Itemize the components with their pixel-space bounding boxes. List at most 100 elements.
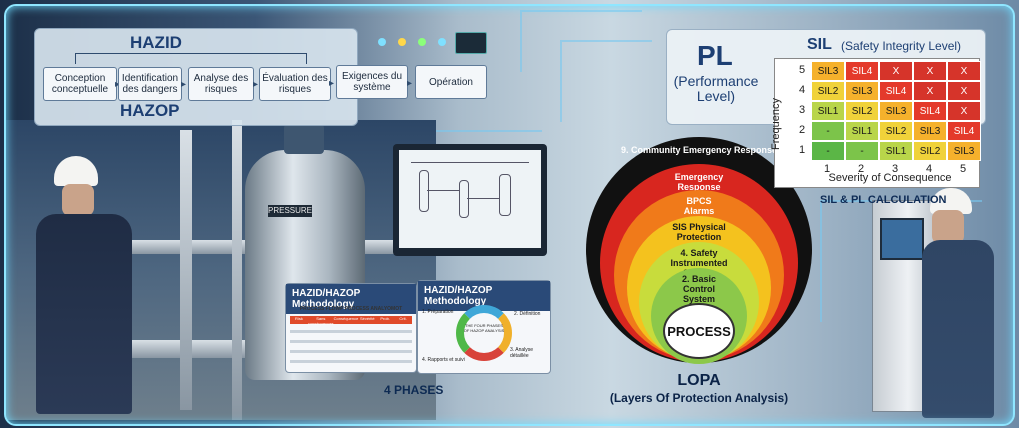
engineer-right	[922, 240, 994, 418]
circuit-line	[560, 40, 652, 122]
hmi-touchscreen[interactable]	[880, 218, 924, 260]
table-row	[290, 350, 412, 353]
phase-label: 1. Préparation	[422, 309, 454, 315]
indicator-light	[438, 38, 446, 46]
phases-caption: 4 PHASES	[384, 383, 444, 397]
severity-axis-label: Severity of Consequence	[828, 172, 952, 184]
severity-tick: 3	[892, 163, 899, 175]
flow-step-5: Exigences du système	[336, 65, 408, 99]
sil-matrix-cell: -	[811, 141, 845, 161]
pipe	[180, 130, 192, 410]
methodology-card-left: HAZID/HAZOP Methodology PROCESS FLDWP PR…	[285, 283, 417, 373]
severity-tick: 4	[926, 163, 933, 175]
indicator-light	[398, 38, 406, 46]
phase-cycle-icon	[456, 305, 512, 361]
sil-matrix-cell: SIL1	[879, 141, 913, 161]
flow-step-4: Évaluation des risques	[259, 67, 331, 101]
sil-matrix-cell: SIL2	[845, 101, 879, 121]
frequency-tick: 1	[799, 144, 806, 156]
hazid-bracket	[75, 53, 307, 64]
hazid-title: HAZID	[130, 33, 182, 52]
lopa-subtitle: (Layers Of Protection Analysis)	[609, 391, 789, 405]
lopa-title: LOPA	[677, 372, 721, 389]
table-caption: PROCESS FLDWP PROCESS ANALYOMOT	[299, 306, 403, 312]
hard-hat-icon	[930, 188, 972, 214]
table-header-row: Risk Sans conséquences Conséquence Sévér…	[290, 316, 412, 326]
sil-matrix-cell: SIL3	[811, 61, 845, 81]
table-header-cell: Sévérité	[359, 316, 375, 321]
flow-step-6: Opération	[415, 65, 487, 99]
table-row	[290, 340, 412, 343]
methodology-card-right: HAZID/HAZOP Methodology THE FOUR PHASES …	[417, 280, 551, 374]
sil-matrix-cell: SIL3	[913, 121, 947, 141]
sil-matrix-cell: SIL3	[947, 141, 981, 161]
sil-matrix-cell: SIL3	[879, 101, 913, 121]
sil-pl-calculation-label: SIL & PL CALCULATION	[820, 194, 947, 206]
table-header-cell: Crit.	[399, 316, 407, 321]
frequency-axis-label: Frequency	[770, 98, 782, 150]
frequency-tick: 4	[799, 84, 806, 96]
lopa-layer-label: BPCS Alarms	[683, 196, 715, 216]
sil-matrix-cell: X	[879, 61, 913, 81]
table-row	[290, 330, 412, 333]
sil-matrix-cell: SIL4	[947, 121, 981, 141]
severity-tick: 2	[858, 163, 865, 175]
circuit-line	[520, 10, 642, 72]
vessel-valve	[284, 124, 324, 154]
phases-center-label: THE FOUR PHASES OF HAZOP ANALYSIS	[463, 323, 505, 333]
sil-matrix-cell: SIL2	[913, 141, 947, 161]
table-header-cell: Conséquence	[333, 316, 359, 321]
arrow-right-icon: ▸	[253, 79, 259, 90]
lopa-layer-label: 2. Basic Control System	[681, 274, 717, 304]
severity-tick: 1	[824, 163, 831, 175]
phase-label: 2. Définition	[514, 311, 541, 317]
hazop-title: HAZOP	[120, 101, 180, 120]
lopa-layer-label: 9. Community Emergency Response	[620, 145, 778, 155]
sil-matrix-cell: X	[947, 61, 981, 81]
phase-label: 4. Rapports et suivi	[422, 357, 465, 363]
table-header-cell: Sans conséquences	[307, 316, 334, 326]
sil-matrix-cell: SIL2	[811, 81, 845, 101]
arrow-right-icon: ▸	[407, 78, 413, 89]
flow-step-1: Conception conceptuelle	[43, 67, 117, 101]
methodology-card-title: HAZID/HAZOP Methodology	[286, 284, 416, 314]
sil-matrix-cell: SIL1	[811, 101, 845, 121]
sil-title: SIL	[807, 36, 832, 53]
arrow-right-icon: ▸	[115, 79, 120, 90]
table-row	[290, 360, 412, 363]
lopa-core-process: PROCESS	[663, 303, 735, 359]
sil-matrix-cell: SIL2	[879, 121, 913, 141]
sil-matrix-cell: -	[845, 141, 879, 161]
engineer-face	[932, 210, 964, 244]
engineer-left	[36, 214, 132, 414]
sil-matrix-cell: SIL4	[879, 81, 913, 101]
pid-diagram	[399, 150, 541, 248]
sil-matrix-cell: SIL4	[845, 61, 879, 81]
flow-step-2: Identification des dangers	[118, 67, 182, 101]
hmi-monitor	[393, 144, 547, 256]
arrow-right-icon: ▸	[181, 79, 187, 90]
sil-matrix-cell: X	[913, 81, 947, 101]
sil-matrix-cell: X	[947, 101, 981, 121]
sil-matrix-cell: SIL4	[913, 101, 947, 121]
phase-label: 3. Analyse détaillée	[510, 347, 534, 359]
lopa-layer-label: SIS Physical Protection	[672, 222, 726, 242]
pl-title: PL	[697, 40, 733, 71]
sil-matrix-cell: -	[811, 121, 845, 141]
table-header-cell: Prob.	[380, 316, 390, 321]
engineer-face	[62, 184, 94, 216]
frequency-tick: 3	[799, 104, 806, 116]
pl-subtitle: (Performance Level)	[673, 73, 759, 104]
sil-matrix-cell: SIL3	[845, 81, 879, 101]
sil-matrix-cell: SIL1	[845, 121, 879, 141]
indicator-light	[418, 38, 426, 46]
arrow-right-icon: ▸	[329, 78, 335, 89]
indicator-light	[378, 38, 386, 46]
control-module	[455, 32, 487, 54]
severity-tick: 5	[960, 163, 967, 175]
frequency-tick: 5	[799, 64, 806, 76]
sil-matrix-cell: X	[947, 81, 981, 101]
lopa-layer-label: Emergency Response	[674, 172, 724, 192]
